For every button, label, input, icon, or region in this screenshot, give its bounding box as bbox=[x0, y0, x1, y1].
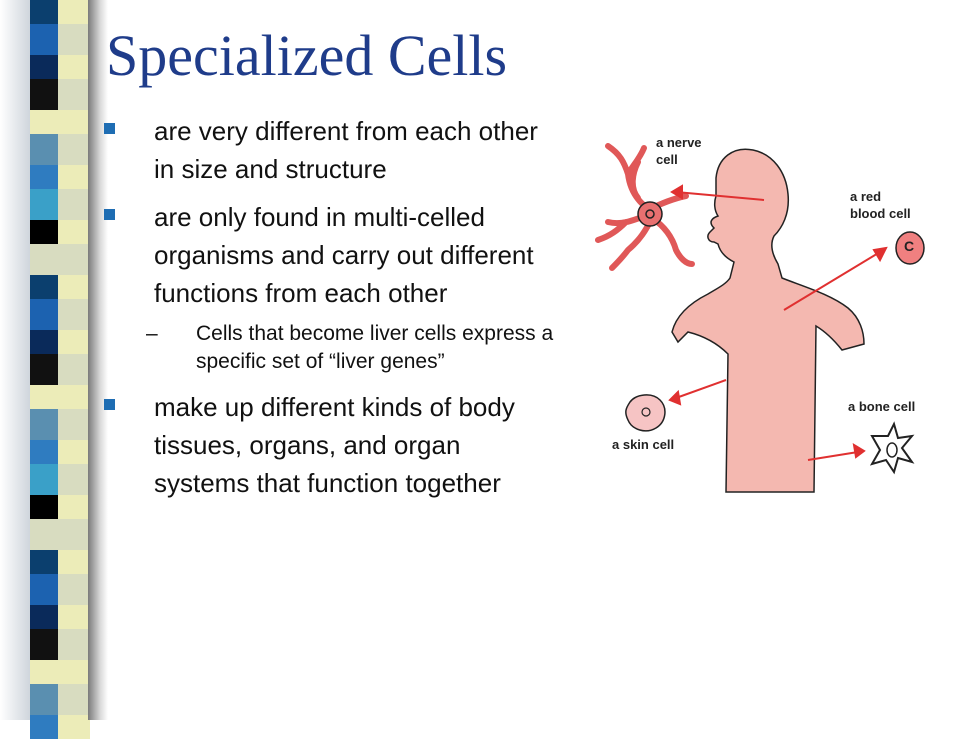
arrow-to-nerve-cell bbox=[675, 191, 765, 201]
arrow-to-red-blood-cell bbox=[783, 251, 881, 311]
side-stripe-segment bbox=[58, 574, 90, 605]
bullet-square-icon bbox=[104, 209, 115, 220]
pointer-arrows bbox=[668, 184, 888, 461]
side-stripe-segment bbox=[30, 0, 58, 24]
side-stripe-segment bbox=[30, 519, 58, 550]
bone-cell-icon bbox=[869, 421, 915, 475]
side-stripe-segment bbox=[30, 220, 58, 244]
side-stripe-segment bbox=[30, 79, 58, 110]
side-stripe-segment bbox=[30, 299, 58, 330]
side-stripe-segment bbox=[58, 110, 90, 134]
side-stripe-segment bbox=[58, 134, 90, 165]
side-stripe-segment bbox=[30, 354, 58, 385]
side-stripe-segment bbox=[58, 660, 90, 684]
red-blood-cell-icon bbox=[895, 231, 925, 265]
side-stripe-segment bbox=[30, 550, 58, 574]
red-blood-cell-letter: C bbox=[904, 238, 915, 254]
side-stripe-segment bbox=[58, 684, 90, 715]
bone-cell-label: a bone cell bbox=[848, 399, 916, 414]
sub-bullet-dash: – bbox=[146, 322, 158, 345]
bullet-text: are very different from each other in si… bbox=[154, 116, 538, 184]
side-bar-edge bbox=[0, 0, 30, 720]
side-bar-shadow bbox=[88, 0, 108, 720]
sub-bullet-text: Cells that become liver cells express a … bbox=[196, 322, 554, 373]
side-bar-stripes bbox=[30, 0, 90, 739]
red-blood-cell-label: a red blood cell bbox=[850, 189, 911, 221]
side-stripe-segment bbox=[30, 134, 58, 165]
side-stripe-segment bbox=[30, 409, 58, 440]
side-stripe-segment bbox=[58, 629, 90, 660]
body-illustration bbox=[595, 143, 925, 493]
side-stripe-segment bbox=[58, 0, 90, 24]
side-stripe-segment bbox=[30, 330, 58, 354]
side-stripe-segment bbox=[30, 165, 58, 189]
bullet-item: are only found in multi-celled organisms… bbox=[100, 198, 555, 312]
arrow-head bbox=[668, 389, 682, 406]
side-stripe-segment bbox=[58, 464, 90, 495]
side-stripe-segment bbox=[30, 629, 58, 660]
side-stripe-segment bbox=[58, 165, 90, 189]
side-stripe-segment bbox=[58, 330, 90, 354]
arrow-head bbox=[852, 443, 866, 459]
side-stripe-segment bbox=[30, 24, 58, 55]
side-stripe-segment bbox=[30, 189, 58, 220]
decorative-side-bar bbox=[0, 0, 108, 739]
skin-cell-label: a skin cell bbox=[612, 437, 675, 452]
side-stripe-segment bbox=[58, 519, 90, 550]
side-stripe-segment bbox=[58, 220, 90, 244]
side-stripe-segment bbox=[30, 495, 58, 519]
side-stripe-segment bbox=[58, 55, 90, 79]
side-stripe-segment bbox=[30, 574, 58, 605]
side-stripe-segment bbox=[58, 385, 90, 409]
side-stripe-segment bbox=[58, 299, 90, 330]
side-stripe-segment bbox=[30, 110, 58, 134]
slide-title: Specialized Cells bbox=[106, 23, 508, 88]
side-stripe-segment bbox=[30, 715, 58, 739]
side-stripe-segment bbox=[58, 24, 90, 55]
bullet-list: are very different from each other in si… bbox=[100, 112, 555, 502]
side-stripe-segment bbox=[30, 275, 58, 299]
bullet-square-icon bbox=[104, 123, 115, 134]
sub-bullet-item: – Cells that become liver cells express … bbox=[100, 320, 555, 376]
bullet-text: make up different kinds of body tissues,… bbox=[154, 392, 515, 498]
arrow-to-skin-cell bbox=[675, 379, 727, 399]
side-stripe-segment bbox=[30, 440, 58, 464]
bullet-item: make up different kinds of body tissues,… bbox=[100, 388, 555, 502]
side-stripe-segment bbox=[30, 385, 58, 409]
arrow-head bbox=[670, 184, 683, 200]
side-stripe-segment bbox=[58, 605, 90, 629]
nerve-cell-icon bbox=[595, 143, 695, 271]
side-stripe-segment bbox=[58, 495, 90, 519]
side-stripe-segment bbox=[30, 605, 58, 629]
side-stripe-segment bbox=[30, 464, 58, 495]
side-stripe-segment bbox=[58, 440, 90, 464]
nerve-cell-label: a nerve cell bbox=[656, 135, 702, 167]
side-stripe-segment bbox=[58, 354, 90, 385]
human-body-outline bbox=[671, 148, 865, 493]
bullet-square-icon bbox=[104, 399, 115, 410]
body-cells-figure: a nerve cell a red blood cell C a skin c… bbox=[568, 118, 944, 496]
bullet-item: are very different from each other in si… bbox=[100, 112, 555, 188]
side-stripe-segment bbox=[30, 684, 58, 715]
side-stripe-segment bbox=[30, 660, 58, 684]
side-stripe-segment bbox=[58, 409, 90, 440]
arrow-to-bone-cell bbox=[807, 451, 859, 461]
side-stripe-segment bbox=[58, 715, 90, 739]
side-stripe-segment bbox=[58, 244, 90, 275]
side-stripe-segment bbox=[58, 550, 90, 574]
bullet-text: are only found in multi-celled organisms… bbox=[154, 202, 534, 308]
side-stripe-segment bbox=[58, 189, 90, 220]
side-stripe-segment bbox=[58, 275, 90, 299]
side-stripe-segment bbox=[30, 55, 58, 79]
side-stripe-segment bbox=[58, 79, 90, 110]
arrow-head bbox=[872, 246, 888, 263]
side-stripe-segment bbox=[30, 244, 58, 275]
skin-cell-icon bbox=[625, 394, 666, 432]
